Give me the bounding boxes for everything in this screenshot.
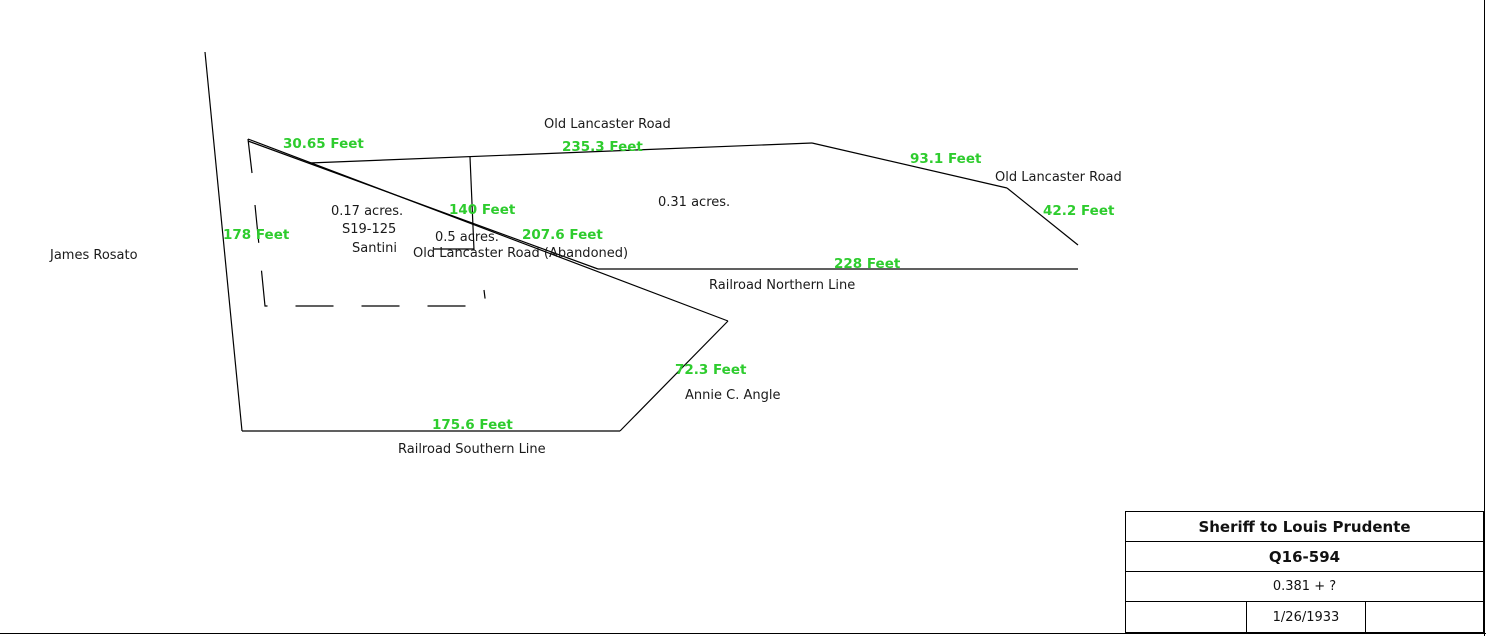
label-s19-125: S19-125: [342, 222, 396, 237]
title-block-date-row: 1/26/1933: [1126, 602, 1483, 632]
measure-140: 140 Feet: [449, 202, 516, 218]
boundary-diagonal-upper: [247, 140, 599, 270]
road-north-line: [308, 142, 813, 164]
boundary-diagonal-lower: [247, 138, 729, 322]
measure-207-6: 207.6 Feet: [522, 227, 603, 243]
measure-175-6: 175.6 Feet: [432, 417, 513, 433]
measure-235-3: 235.3 Feet: [562, 139, 643, 155]
measure-72-3: 72.3 Feet: [675, 362, 747, 378]
boundary-west-long: [204, 51, 243, 432]
label-railroad-southern: Railroad Southern Line: [398, 442, 546, 457]
measure-178: 178 Feet: [223, 227, 290, 243]
measure-228: 228 Feet: [834, 256, 901, 272]
santini-parcel-dashed: [254, 204, 487, 307]
title-block-left-cell: [1126, 602, 1246, 632]
boundary-southeast: [619, 320, 729, 432]
title-block-date: 1/26/1933: [1246, 602, 1366, 632]
label-railroad-northern: Railroad Northern Line: [709, 278, 855, 293]
measure-30-65: 30.65 Feet: [283, 136, 364, 152]
label-acres-05: 0.5 acres.: [435, 230, 499, 245]
label-annie-angle: Annie C. Angle: [685, 388, 780, 403]
label-james-rosato: James Rosato: [49, 248, 138, 263]
title-block-acreage: 0.381 + ?: [1126, 572, 1483, 602]
page-border-bottom: [0, 633, 1486, 634]
inner-divider: [469, 156, 475, 251]
page-border-right: [1484, 0, 1485, 636]
boundary-northwest-stub: [247, 138, 253, 174]
title-block-title: Sheriff to Louis Prudente: [1126, 512, 1483, 542]
title-block-id: Q16-594: [1126, 542, 1483, 572]
road-north-east: [811, 142, 1008, 189]
label-old-lancaster-abandoned: Old Lancaster Road (Abandoned): [413, 246, 628, 261]
label-acres-031: 0.31 acres.: [658, 195, 730, 210]
title-block: Sheriff to Louis Prudente Q16-594 0.381 …: [1125, 511, 1484, 633]
label-old-lancaster-right: Old Lancaster Road: [995, 170, 1122, 185]
measure-93-1: 93.1 Feet: [910, 151, 982, 167]
label-old-lancaster-top: Old Lancaster Road: [544, 117, 671, 132]
label-acres-017: 0.17 acres.: [331, 204, 403, 219]
road-east-diagonal: [1006, 187, 1079, 246]
title-block-right-cell: [1366, 602, 1483, 632]
measure-42-2: 42.2 Feet: [1043, 203, 1115, 219]
label-santini: Santini: [352, 241, 397, 256]
